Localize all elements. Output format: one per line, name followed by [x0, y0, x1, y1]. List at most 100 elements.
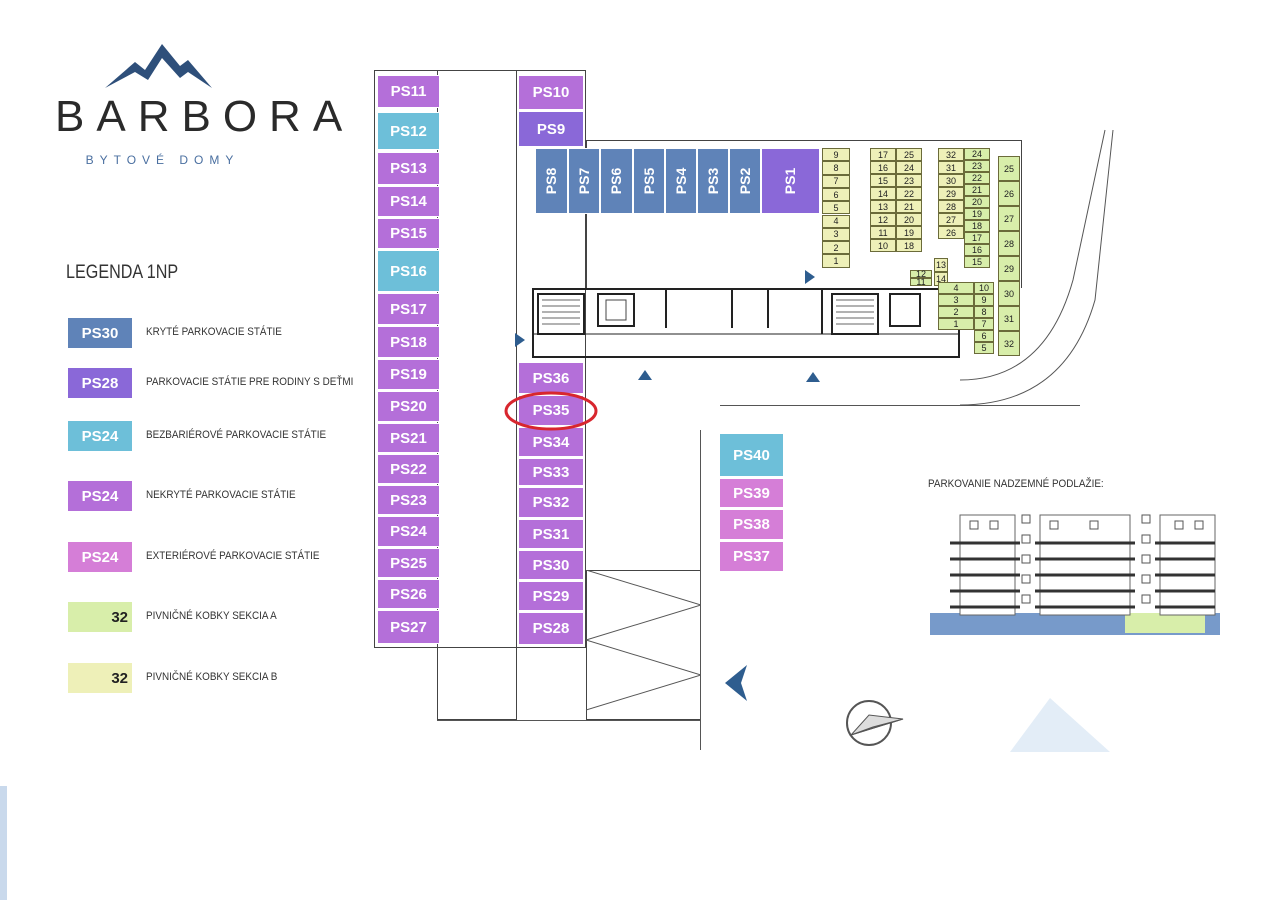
slot-ps19[interactable]: PS19	[377, 359, 440, 390]
storage-cell[interactable]: 7	[974, 318, 994, 330]
storage-cell[interactable]: 29	[938, 187, 964, 200]
storage-cell[interactable]: 1	[822, 254, 850, 268]
slot-ps11[interactable]: PS11	[377, 75, 440, 108]
slot-ps18[interactable]: PS18	[377, 326, 440, 358]
storage-cell[interactable]: 22	[896, 187, 922, 200]
storage-cell[interactable]: 27	[998, 206, 1020, 231]
storage-cell[interactable]: 14	[870, 187, 896, 200]
storage-cell[interactable]: 8	[974, 306, 994, 318]
slot-ps6[interactable]: PS6	[600, 148, 633, 214]
slot-ps24[interactable]: PS24	[377, 516, 440, 547]
slot-ps15[interactable]: PS15	[377, 218, 440, 249]
slot-ps22[interactable]: PS22	[377, 454, 440, 484]
storage-cell[interactable]: 16	[870, 161, 896, 174]
slot-ps7[interactable]: PS7	[568, 148, 600, 214]
storage-cell[interactable]: 15	[964, 256, 990, 268]
storage-cell[interactable]: 3	[822, 227, 850, 242]
storage-cell[interactable]: 15	[870, 174, 896, 187]
storage-cell[interactable]: 17	[964, 232, 990, 244]
slot-ps29[interactable]: PS29	[518, 581, 584, 611]
storage-cell[interactable]: 10	[974, 282, 994, 294]
slot-ps38[interactable]: PS38	[719, 509, 784, 540]
storage-cell[interactable]: 11	[870, 226, 896, 239]
storage-cell[interactable]: 30	[998, 281, 1020, 306]
slot-ps17[interactable]: PS17	[377, 293, 440, 325]
storage-cell[interactable]: 26	[938, 226, 964, 239]
storage-cell[interactable]: 24	[964, 148, 990, 160]
slot-ps39[interactable]: PS39	[719, 478, 784, 508]
slot-ps10[interactable]: PS10	[518, 75, 584, 110]
storage-cell[interactable]: 20	[896, 213, 922, 226]
storage-cell[interactable]: 27	[938, 213, 964, 226]
storage-cell[interactable]: 2	[938, 306, 974, 318]
storage-cell[interactable]: 9	[822, 148, 850, 162]
slot-ps35[interactable]: PS35	[518, 395, 584, 426]
storage-cell[interactable]: 22	[964, 172, 990, 184]
slot-ps26[interactable]: PS26	[377, 579, 440, 609]
storage-cell[interactable]: 3	[938, 294, 974, 306]
slot-ps33[interactable]: PS33	[518, 458, 584, 486]
storage-cell[interactable]: 12	[910, 269, 932, 279]
slot-ps30[interactable]: PS30	[518, 550, 584, 580]
slot-ps36[interactable]: PS36	[518, 362, 584, 394]
storage-cell[interactable]: 21	[964, 184, 990, 196]
storage-cell[interactable]: 5	[822, 201, 850, 215]
storage-cell[interactable]: 18	[964, 220, 990, 232]
storage-cell[interactable]: 9	[974, 294, 994, 306]
storage-cell[interactable]: 16	[964, 244, 990, 256]
storage-cell[interactable]: 25	[896, 148, 922, 161]
slot-ps8[interactable]: PS8	[535, 148, 568, 214]
slot-ps3[interactable]: PS3	[697, 148, 729, 214]
storage-cell[interactable]: 30	[938, 174, 964, 187]
slot-ps25[interactable]: PS25	[377, 548, 440, 578]
storage-cell[interactable]: 1	[938, 318, 974, 330]
storage-cell[interactable]: 23	[964, 160, 990, 172]
storage-cell[interactable]: 29	[998, 256, 1020, 281]
storage-cell[interactable]: 31	[938, 161, 964, 174]
slot-ps21[interactable]: PS21	[377, 423, 440, 453]
storage-cell[interactable]: 18	[896, 239, 922, 252]
storage-cell[interactable]: 4	[822, 214, 850, 228]
storage-cell[interactable]: 12	[870, 213, 896, 226]
storage-cell[interactable]: 5	[974, 342, 994, 354]
slot-ps37[interactable]: PS37	[719, 541, 784, 572]
slot-ps12[interactable]: PS12	[377, 112, 440, 150]
storage-cell[interactable]: 6	[822, 187, 850, 202]
slot-ps27[interactable]: PS27	[377, 610, 440, 644]
slot-ps1[interactable]: PS1	[761, 148, 820, 214]
storage-cell[interactable]: 32	[938, 148, 964, 161]
slot-ps40[interactable]: PS40	[719, 433, 784, 477]
slot-ps13[interactable]: PS13	[377, 152, 440, 185]
storage-cell[interactable]: 21	[896, 200, 922, 213]
storage-cell[interactable]: 20	[964, 196, 990, 208]
storage-cell[interactable]: 23	[896, 174, 922, 187]
slot-ps4[interactable]: PS4	[665, 148, 697, 214]
storage-cell[interactable]: 19	[964, 208, 990, 220]
slot-ps2[interactable]: PS2	[729, 148, 761, 214]
slot-ps23[interactable]: PS23	[377, 485, 440, 515]
slot-ps14[interactable]: PS14	[377, 186, 440, 217]
storage-cell[interactable]: 13	[870, 200, 896, 213]
slot-ps31[interactable]: PS31	[518, 519, 584, 549]
storage-cell[interactable]: 31	[998, 306, 1020, 331]
storage-cell[interactable]: 19	[896, 226, 922, 239]
storage-cell[interactable]: 17	[870, 148, 896, 161]
storage-cell[interactable]: 7	[822, 174, 850, 188]
storage-cell[interactable]: 24	[896, 161, 922, 174]
storage-cell[interactable]: 4	[938, 282, 974, 294]
storage-cell[interactable]: 11	[910, 277, 932, 287]
storage-cell[interactable]: 2	[822, 241, 850, 255]
slot-ps9[interactable]: PS9	[518, 111, 584, 147]
storage-cell[interactable]: 28	[938, 200, 964, 213]
slot-ps20[interactable]: PS20	[377, 391, 440, 422]
slot-ps32[interactable]: PS32	[518, 487, 584, 518]
slot-ps16[interactable]: PS16	[377, 250, 440, 292]
storage-cell[interactable]: 32	[998, 331, 1020, 356]
storage-cell[interactable]: 26	[998, 181, 1020, 206]
storage-cell[interactable]: 10	[870, 239, 896, 252]
slot-ps5[interactable]: PS5	[633, 148, 665, 214]
slot-ps28[interactable]: PS28	[518, 612, 584, 645]
storage-cell[interactable]: 6	[974, 330, 994, 342]
storage-cell[interactable]: 28	[998, 231, 1020, 256]
storage-cell[interactable]: 13	[934, 258, 948, 272]
